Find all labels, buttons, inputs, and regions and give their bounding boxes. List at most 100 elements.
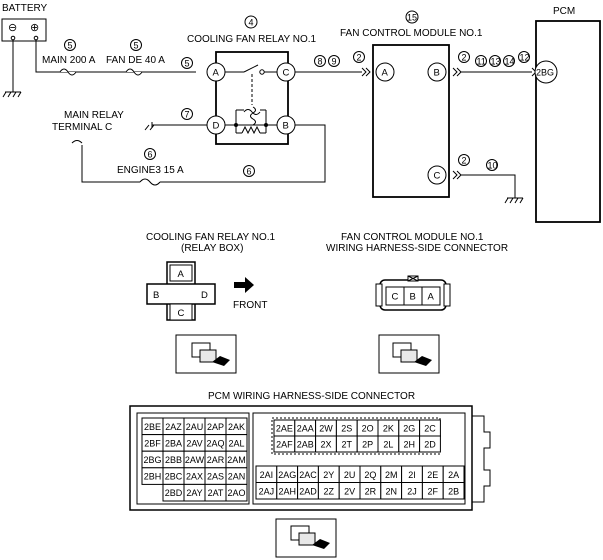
pcm-label: PCM: [553, 6, 575, 17]
pcm-pin-label: 2A: [448, 470, 459, 480]
pcm-pin-label: 2AH: [278, 486, 296, 496]
pcm-pin-label: 2D: [424, 440, 436, 450]
fcm-connector-subtitle: WIRING HARNESS-SIDE CONNECTOR: [326, 243, 508, 254]
wire-number-5: 5: [134, 41, 139, 51]
pcm-pin-label: 2BH: [144, 472, 162, 482]
pcm-pin-cell: [225, 483, 248, 502]
pcm-connector-title: PCM WIRING HARNESS-SIDE CONNECTOR: [208, 391, 415, 402]
relay-box-pin-c: C: [178, 308, 185, 319]
fan-de-fuse-label: FAN DE 40 A: [106, 55, 165, 66]
pcm-pin-label: 2L: [383, 440, 393, 450]
ground-icon: [2, 91, 22, 98]
relay-box-title: COOLING FAN RELAY NO.1: [146, 232, 276, 243]
main-fuse: 5 MAIN 200 A: [42, 39, 96, 76]
wire-number-13: 13: [491, 57, 501, 67]
fcm-terminal-b: B: [434, 68, 440, 79]
connector-pictogram-icon: [378, 334, 440, 374]
pcm-pin-label: 2AK: [228, 422, 245, 432]
relay-coil-icon: [250, 106, 256, 126]
wire-number-8: 8: [318, 57, 323, 67]
pcm-pin-label: 2R: [365, 486, 377, 496]
pcm-pin-label: 2AF: [276, 440, 293, 450]
pcm-pin-label: 2AB: [297, 440, 314, 450]
wire-number-11: 11: [477, 57, 486, 67]
wire-number-9: 9: [332, 57, 337, 67]
wire-number-12: 12: [520, 53, 530, 63]
pcm-pin-label: 2F: [428, 486, 439, 496]
wire-number-5: 5: [68, 41, 73, 51]
fcm-number-15: 15: [407, 13, 417, 23]
pcm-pin-label: 2AM: [227, 455, 246, 465]
pcm-pin-label: 2AZ: [165, 422, 182, 432]
main-fuse-label: MAIN 200 A: [42, 55, 96, 66]
pcm-pin-label: 2AI: [260, 470, 274, 480]
fan-de-fuse: 5 FAN DE 40 A: [106, 39, 165, 76]
pcm-terminal-2bg: 2BG: [536, 68, 554, 78]
pcm-pin-label: 2Z: [324, 486, 335, 496]
fcm-terminal-a: A: [382, 68, 389, 79]
wire-number-14: 14: [505, 57, 515, 67]
pcm-pin-label: 2I: [408, 470, 416, 480]
connector-pictogram-icon: [275, 518, 337, 558]
fcm-terminal-c: C: [434, 171, 441, 182]
pcm-pin-label: 2AY: [186, 488, 202, 498]
relay-box-subtitle: (RELAY BOX): [181, 243, 243, 254]
wire-number-5: 5: [185, 59, 190, 69]
pcm-pin-label: 2S: [341, 424, 352, 434]
pcm-pin-label: 2U: [344, 470, 356, 480]
pcm-pin-label: 2AG: [278, 470, 296, 480]
pcm-pin-label: 2BB: [165, 455, 182, 465]
wire-number-2: 2: [462, 53, 467, 63]
pcm-pin-label: 2AO: [227, 488, 245, 498]
relay-terminal-c: C: [283, 68, 290, 79]
wire-number-6: 6: [148, 150, 153, 160]
relay-box-pin-d: D: [201, 290, 208, 301]
pcm-pin-label: 2AQ: [206, 438, 224, 448]
battery: BATTERY ⊖ ⊕: [1, 3, 196, 98]
ground-icon: [144, 122, 160, 131]
pcm-pin-label: 2O: [362, 424, 374, 434]
pcm: PCM 2BG: [534, 6, 601, 223]
relay-box-pin-a: A: [178, 269, 185, 280]
pcm-pin-label: 2N: [385, 486, 397, 496]
wire-number-10: 10: [488, 161, 498, 171]
fan-control-module: 15 FAN CONTROL MODULE NO.1 A B C: [340, 10, 483, 198]
pcm-pin-cell: [442, 482, 465, 500]
pcm-pin-label: 2AN: [228, 472, 246, 482]
fcm-connector: C B A: [375, 275, 451, 311]
front-label: FRONT: [233, 300, 267, 311]
pcm-pin-cell: [419, 435, 441, 453]
pcm-pin-label: 2K: [383, 424, 394, 434]
pcm-pin-label: 2Y: [323, 470, 334, 480]
engine3-fuse-icon: [139, 178, 161, 186]
main-relay-label: MAIN RELAY: [64, 110, 124, 121]
battery-body: [1, 18, 47, 42]
main-relay-terminal-label: TERMINAL C: [52, 122, 112, 133]
relay-box-pin-b: B: [153, 290, 159, 301]
pcm-pin-label: 2G: [403, 424, 415, 434]
fcm-connector-title: FAN CONTROL MODULE NO.1: [341, 232, 484, 243]
fcm-title: FAN CONTROL MODULE NO.1: [340, 28, 483, 39]
fcm-connector-pin-a: A: [428, 292, 435, 303]
pcm-pin-label: 2BD: [165, 488, 183, 498]
pcm-pin-label: 2V: [344, 486, 355, 496]
ground-icon: [504, 197, 524, 204]
pcm-pin-label: 2AD: [299, 486, 317, 496]
relay-number-4: 4: [249, 18, 254, 28]
connector-pictogram-icon: [175, 334, 237, 374]
pcm-pin-label: 2M: [385, 470, 398, 480]
pcm-pin-label: 2B: [448, 486, 459, 496]
pcm-pin-label: 2AC: [299, 470, 317, 480]
pcm-pin-label: 2AR: [207, 455, 225, 465]
pcm-pin-label: 2AT: [208, 488, 224, 498]
pcm-pin-label: 2AA: [297, 424, 314, 434]
pcm-pin-label: 2Q: [364, 470, 376, 480]
pcm-pin-label: 2BC: [165, 472, 183, 482]
pcm-pin-label: 2BA: [165, 438, 182, 448]
pcm-pin-label: 2AE: [276, 424, 293, 434]
